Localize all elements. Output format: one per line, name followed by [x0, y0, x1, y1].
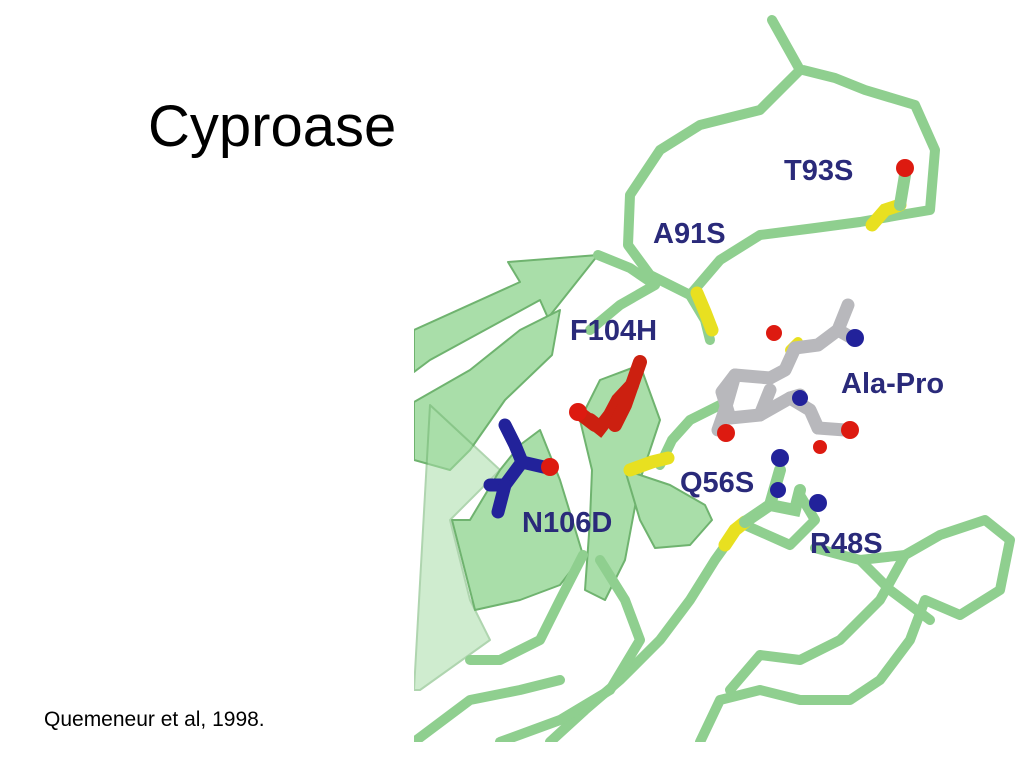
label-q56s: Q56S [680, 467, 754, 499]
n106d-residue [483, 418, 559, 519]
ala-pro-ligand [711, 298, 859, 437]
ala-pro-atoms [717, 325, 864, 454]
residue-labels: T93S A91S F104H Ala-Pro Q56S N106D R48S [522, 155, 944, 560]
q56s-r48s-side-chains [739, 449, 827, 528]
label-r48s: R48S [810, 528, 883, 560]
citation: Quemeneur et al, 1998. [44, 708, 265, 731]
label-n106d: N106D [522, 507, 612, 539]
slide-title: Cyproase [148, 94, 397, 159]
f104h-residue [569, 355, 647, 438]
label-ala-pro: Ala-Pro [841, 368, 944, 400]
label-a91s: A91S [653, 218, 726, 250]
label-f104h: F104H [570, 315, 657, 347]
coil-backbone [414, 15, 1015, 742]
label-t93s: T93S [784, 155, 853, 187]
